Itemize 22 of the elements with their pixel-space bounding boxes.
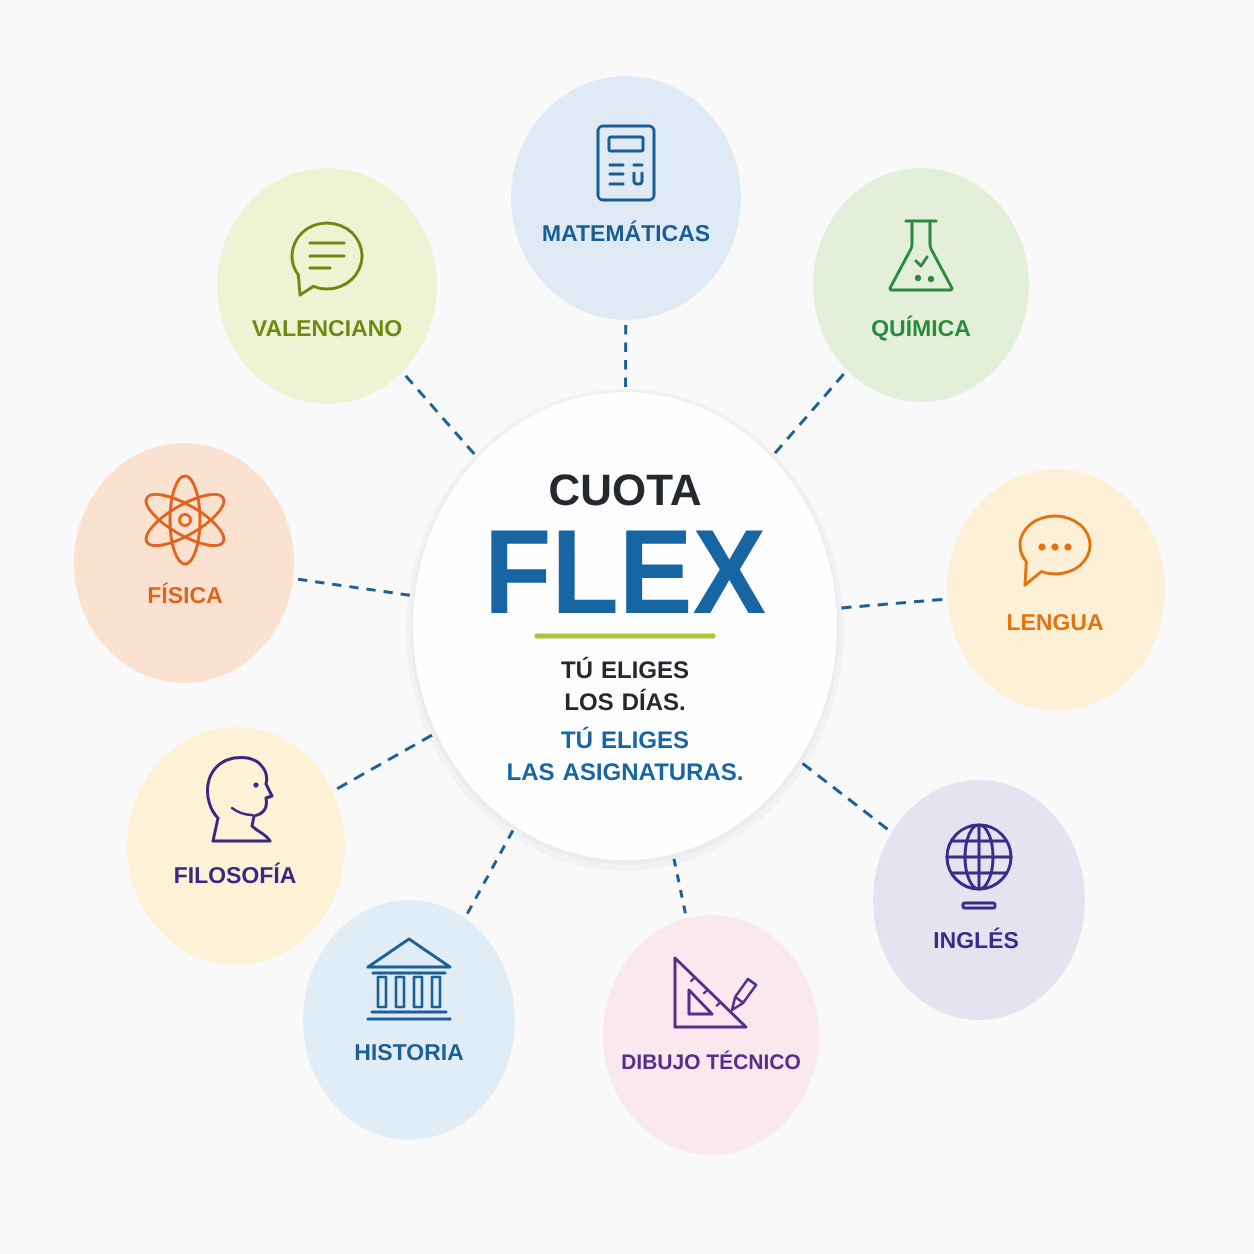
dashed-connector [672, 858, 687, 914]
dashed-connector [404, 374, 476, 456]
dashed-connector [841, 598, 943, 610]
big-heading: FLEX [491, 530, 766, 613]
subject-label: VALENCIANO [252, 319, 402, 337]
subject-label: DIBUJO TÉCNICO [622, 1050, 800, 1070]
subject-label: FÍSICA [148, 582, 223, 604]
dashed-connector [297, 577, 411, 597]
subject-label: INGLÉS [934, 927, 1018, 949]
subject-label: MATEMÁTICAS [543, 220, 710, 242]
subject-label: QUÍMICA [872, 315, 971, 341]
dashed-connector [773, 373, 845, 455]
subject-label: HISTORIA [355, 1043, 464, 1061]
tagline: TÚ ELIGES LOS DÍAS. [561, 656, 689, 711]
heading: CUOTA [550, 474, 701, 506]
subject-label: FILOSOFÍA [175, 862, 296, 884]
tagline: TÚ ELIGES LAS ASIGNATURAS. [508, 726, 742, 781]
dashed-connector [336, 733, 433, 791]
subject-label: LENGUA [1008, 613, 1103, 631]
dashed-connector [801, 762, 889, 831]
dashed-connector [466, 829, 515, 915]
dashed-connector [624, 325, 628, 387]
